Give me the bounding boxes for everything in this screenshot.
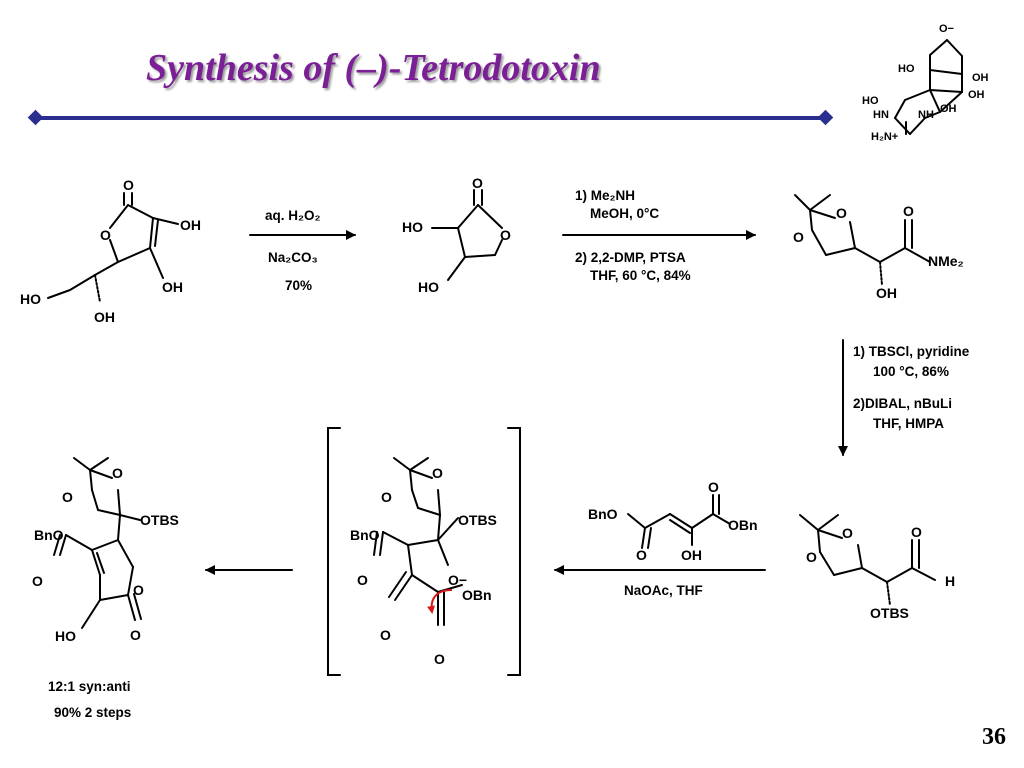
target-hn: HN: [873, 109, 889, 121]
reagent-bno: BnO: [588, 506, 618, 522]
amide-oh: OH: [876, 285, 897, 301]
reagent-o2: O: [708, 479, 719, 495]
slide-title: Synthesis of (–)-Tetrodotoxin: [146, 47, 601, 89]
step3-line3: 2)DIBAL, nBuLi: [853, 396, 952, 411]
diketo-ester-reagent: BnO O OH O OBn: [588, 479, 758, 563]
step3-line2: 100 °C, 86%: [873, 364, 949, 379]
lac-o-carbonyl: O: [472, 175, 483, 191]
prod-o-carbonyl: O: [130, 627, 141, 643]
step2-line3: 2) 2,2-DMP, PTSA: [575, 250, 686, 265]
reagent-oh: OH: [681, 547, 702, 563]
step1-line3: 70%: [285, 278, 312, 293]
step1-line1: aq. H₂O₂: [265, 208, 321, 223]
prod-otbs: OTBS: [140, 512, 179, 528]
asc-oh-a: OH: [180, 217, 201, 233]
amide-o-carbonyl: O: [903, 203, 914, 219]
int-o-c: O: [434, 651, 445, 667]
product-structure: O O OTBS BnO O O HO O: [32, 457, 179, 644]
target-h2n: H₂N+: [871, 131, 898, 143]
amide-o1: O: [836, 205, 847, 221]
lac-ho-a: HO: [402, 219, 423, 235]
asc-ho: HO: [20, 291, 41, 307]
prod-o-ring: O: [133, 582, 144, 598]
lactone-structure: O HO O HO: [402, 175, 511, 295]
target-oh2: OH: [968, 89, 985, 101]
ald-h: H: [945, 573, 955, 589]
amide-o2: O: [793, 229, 804, 245]
ald-otbs: OTBS: [870, 605, 909, 621]
target-ho2: HO: [862, 95, 879, 107]
electron-push-arrow: [427, 589, 453, 614]
prod-o2: O: [62, 489, 73, 505]
page-number: 36: [982, 724, 1006, 750]
prod-o1: O: [112, 465, 123, 481]
step2-line1: 1) Me₂NH: [575, 188, 635, 203]
int-o-minus: O−: [448, 572, 467, 588]
asc-o-carbonyl: O: [123, 177, 134, 193]
step2-line2: MeOH, 0°C: [590, 206, 659, 221]
ald-o-carbonyl: O: [911, 524, 922, 540]
step3-line1: 1) TBSCl, pyridine: [853, 344, 970, 359]
product-yield: 90% 2 steps: [54, 705, 131, 720]
ascorbic-acid-structure: O O OH OH HO OH: [20, 177, 201, 325]
step2-line4: THF, 60 °C, 84%: [590, 268, 691, 283]
int-o1: O: [432, 465, 443, 481]
prod-ho: HO: [55, 628, 76, 644]
target-oh3: OH: [940, 103, 957, 115]
intermediate-bracket: [327, 427, 521, 676]
target-ho: HO: [898, 63, 915, 75]
lac-o-ring: O: [500, 227, 511, 243]
tetrodotoxin-structure: O− HO OH OH HO HN NH OH H₂N+: [862, 23, 989, 143]
title-rule: [36, 116, 830, 120]
step3-line4: THF, HMPA: [873, 416, 944, 431]
prod-o-ester: O: [32, 573, 43, 589]
int-o2: O: [381, 489, 392, 505]
int-obn: OBn: [462, 587, 492, 603]
int-o-ketone: O: [380, 627, 391, 643]
amide-structure: O O O NMe₂ OH: [793, 194, 964, 301]
step1-line2: Na₂CO₃: [268, 250, 318, 265]
intermediate-structure: O O OTBS BnO O− O OBn O O: [350, 457, 497, 667]
reagent-obn: OBn: [728, 517, 758, 533]
product-ratio: 12:1 syn:anti: [48, 679, 131, 694]
reagent-o1: O: [636, 547, 647, 563]
target-o-minus: O−: [939, 23, 954, 35]
target-nh: NH: [918, 109, 934, 121]
ald-o1: O: [842, 525, 853, 541]
asc-o-ring: O: [100, 227, 111, 243]
asc-oh-c: OH: [94, 309, 115, 325]
step4-line1: NaOAc, THF: [624, 583, 703, 598]
asc-oh-b: OH: [162, 279, 183, 295]
amide-nme2: NMe₂: [928, 253, 964, 269]
int-bno: BnO: [350, 527, 380, 543]
lac-ho-b: HO: [418, 279, 439, 295]
target-oh1: OH: [972, 72, 989, 84]
int-o-ester: O: [357, 572, 368, 588]
ald-o2: O: [806, 549, 817, 565]
prod-bno: BnO: [34, 527, 64, 543]
aldehyde-structure: O O O H OTBS: [799, 514, 955, 621]
int-otbs: OTBS: [458, 512, 497, 528]
